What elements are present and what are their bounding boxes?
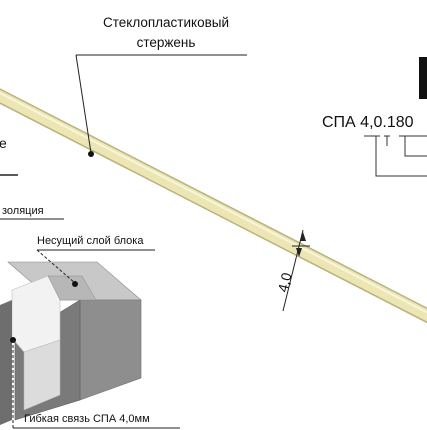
block-model bbox=[0, 261, 142, 425]
diameter-label: 4,0 bbox=[274, 271, 294, 294]
rod-label-line1: Стеклопластиковый bbox=[103, 15, 229, 30]
code-brackets bbox=[364, 135, 427, 177]
load-layer-leader bbox=[36, 249, 76, 284]
load-layer-label: Несущий слой блока bbox=[37, 235, 144, 247]
left-cut-label: е bbox=[0, 135, 7, 151]
rod-label-line2: стержень bbox=[137, 35, 196, 50]
insulation-label: золяция bbox=[2, 205, 44, 217]
rod-leader-dot bbox=[88, 151, 94, 157]
product-code-label: СПА 4,0.180 bbox=[322, 114, 414, 131]
fiberglass-rod bbox=[0, 88, 427, 324]
product-mark-block bbox=[419, 57, 427, 99]
rod-leader-line bbox=[75, 54, 92, 154]
diameter-dimension bbox=[282, 229, 310, 312]
load-layer-dot bbox=[72, 281, 78, 287]
flex-tie-label: Гибкая связь СПА 4,0мм bbox=[24, 413, 150, 425]
